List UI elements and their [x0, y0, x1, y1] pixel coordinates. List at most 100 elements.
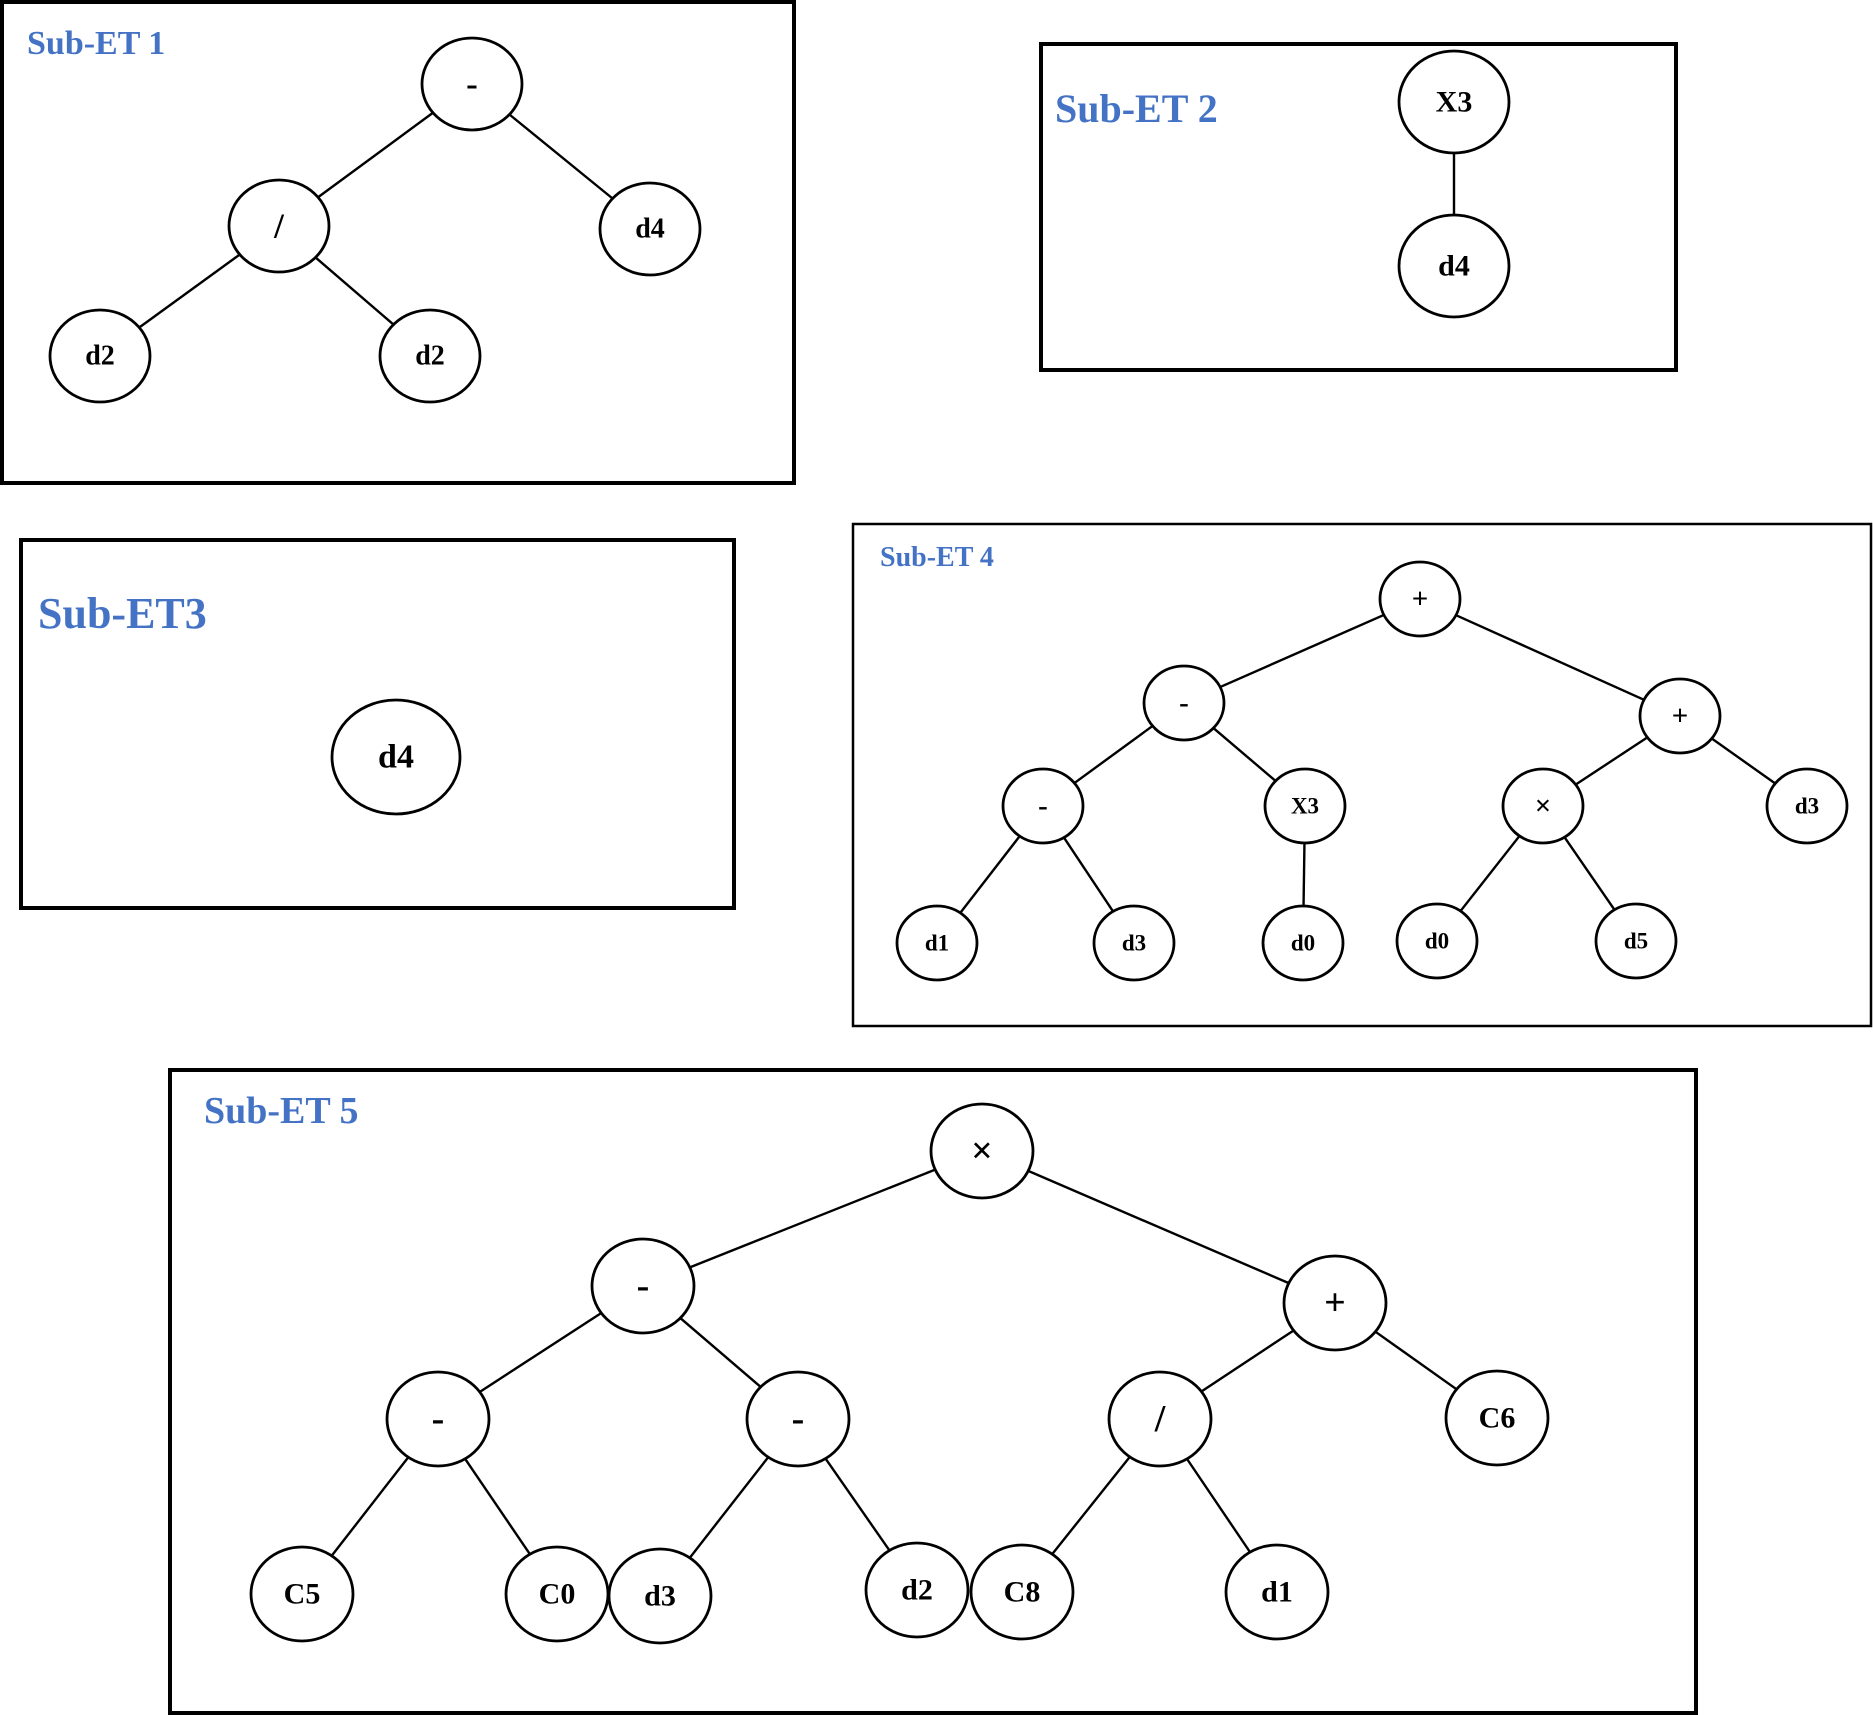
node-circle	[227, 178, 331, 274]
node-circle	[420, 36, 524, 132]
node-label: -	[792, 1398, 805, 1440]
tree-node: d2	[378, 308, 482, 404]
tree-node: -	[1142, 664, 1226, 742]
tree-node: d3	[1765, 767, 1849, 845]
node-label: C6	[1479, 1402, 1516, 1435]
node-circle	[598, 181, 702, 277]
panel-title: Sub-ET 1	[27, 25, 165, 62]
tree-edge	[688, 1456, 770, 1559]
node-label: d0	[1291, 931, 1315, 956]
node-circle	[1638, 677, 1722, 755]
node-label: d2	[85, 341, 115, 372]
node-circle	[1001, 767, 1085, 845]
tree-node: d3	[607, 1547, 713, 1645]
tree-node: -	[385, 1370, 491, 1468]
tree-edge	[1051, 1456, 1131, 1555]
tree-edge	[1027, 1169, 1290, 1285]
panel-border	[1039, 42, 1678, 372]
node-circle	[1444, 1369, 1550, 1467]
tree-node: d4	[1397, 213, 1511, 319]
tree-node: X3	[1263, 767, 1347, 845]
tree-node: -	[1001, 767, 1085, 845]
tree-edge	[1574, 736, 1649, 786]
node-label: C8	[1004, 1576, 1041, 1609]
node-circle	[895, 904, 979, 982]
panel-title: Sub-ET 5	[204, 1090, 359, 1132]
node-label: X3	[1436, 86, 1473, 119]
panel-sub-et-2: Sub-ET 2 X3 d4	[1039, 42, 1678, 372]
tree-edge	[959, 835, 1021, 914]
tree-edge	[1073, 724, 1154, 785]
tree-edge	[508, 113, 614, 200]
node-label: -	[432, 1398, 445, 1440]
node-circle	[1501, 767, 1585, 845]
node-circle	[1395, 902, 1479, 980]
tree-node: ×	[929, 1102, 1035, 1200]
node-label: d3	[1795, 794, 1819, 819]
node-label: d0	[1425, 929, 1449, 954]
node-circle	[607, 1547, 713, 1645]
tree-edge	[1455, 614, 1645, 701]
tree-node: d0	[1395, 902, 1479, 980]
tree-node: d2	[864, 1541, 970, 1639]
node-label: d2	[415, 341, 445, 372]
tree-node: d0	[1261, 904, 1345, 982]
node-circle	[590, 1237, 696, 1335]
tree-node: ×	[1501, 767, 1585, 845]
node-circle	[864, 1541, 970, 1639]
tree-node: d1	[895, 904, 979, 982]
node-circle	[929, 1102, 1035, 1200]
panel-title: Sub-ET 2	[1055, 86, 1218, 131]
node-label: -	[1179, 687, 1189, 719]
node-circle	[969, 1543, 1075, 1641]
node-circle	[330, 698, 462, 816]
node-label: d3	[644, 1580, 676, 1613]
node-label: +	[1324, 1282, 1346, 1324]
node-label: d4	[1438, 250, 1470, 283]
node-circle	[1397, 213, 1511, 319]
tree-node: X3	[1397, 49, 1511, 155]
tree-node: C0	[504, 1545, 610, 1643]
node-label: d5	[1624, 929, 1648, 954]
node-circle	[48, 308, 152, 404]
tree-node: C8	[969, 1543, 1075, 1641]
node-circle	[1142, 664, 1226, 742]
tree-edge	[1302, 842, 1306, 907]
node-label: C0	[539, 1578, 576, 1611]
tree-node: d3	[1092, 904, 1176, 982]
node-circle	[385, 1370, 491, 1468]
tree-edge	[330, 1456, 410, 1557]
node-label: /	[1154, 1398, 1166, 1440]
node-circle	[1397, 49, 1511, 155]
node-circle	[1224, 1543, 1330, 1641]
node-label: d3	[1122, 931, 1146, 956]
node-label: +	[1412, 583, 1429, 615]
node-circle	[1378, 560, 1462, 638]
node-circle	[1765, 767, 1849, 845]
tree-edge	[1563, 836, 1616, 911]
node-circle	[1092, 904, 1176, 982]
node-label: ×	[971, 1130, 993, 1172]
tree-edge	[1374, 1330, 1458, 1391]
node-label: X3	[1291, 794, 1319, 819]
node-label: d2	[901, 1574, 933, 1607]
node-circle	[1282, 1254, 1388, 1352]
tree-edge	[1062, 836, 1115, 913]
node-label: d1	[1261, 1576, 1293, 1609]
node-label: d4	[378, 739, 414, 776]
tree-edge	[689, 1168, 936, 1269]
node-label: -	[637, 1265, 650, 1307]
tree-node: d4	[598, 181, 702, 277]
tree-edge	[1200, 1329, 1295, 1393]
tree-edge	[824, 1457, 891, 1552]
tree-node: /	[227, 178, 331, 274]
tree-edge	[479, 1312, 602, 1393]
node-label: d1	[925, 931, 949, 956]
tree-edge	[314, 256, 395, 326]
tree-edge	[1212, 727, 1277, 782]
tree-node: d1	[1224, 1543, 1330, 1641]
